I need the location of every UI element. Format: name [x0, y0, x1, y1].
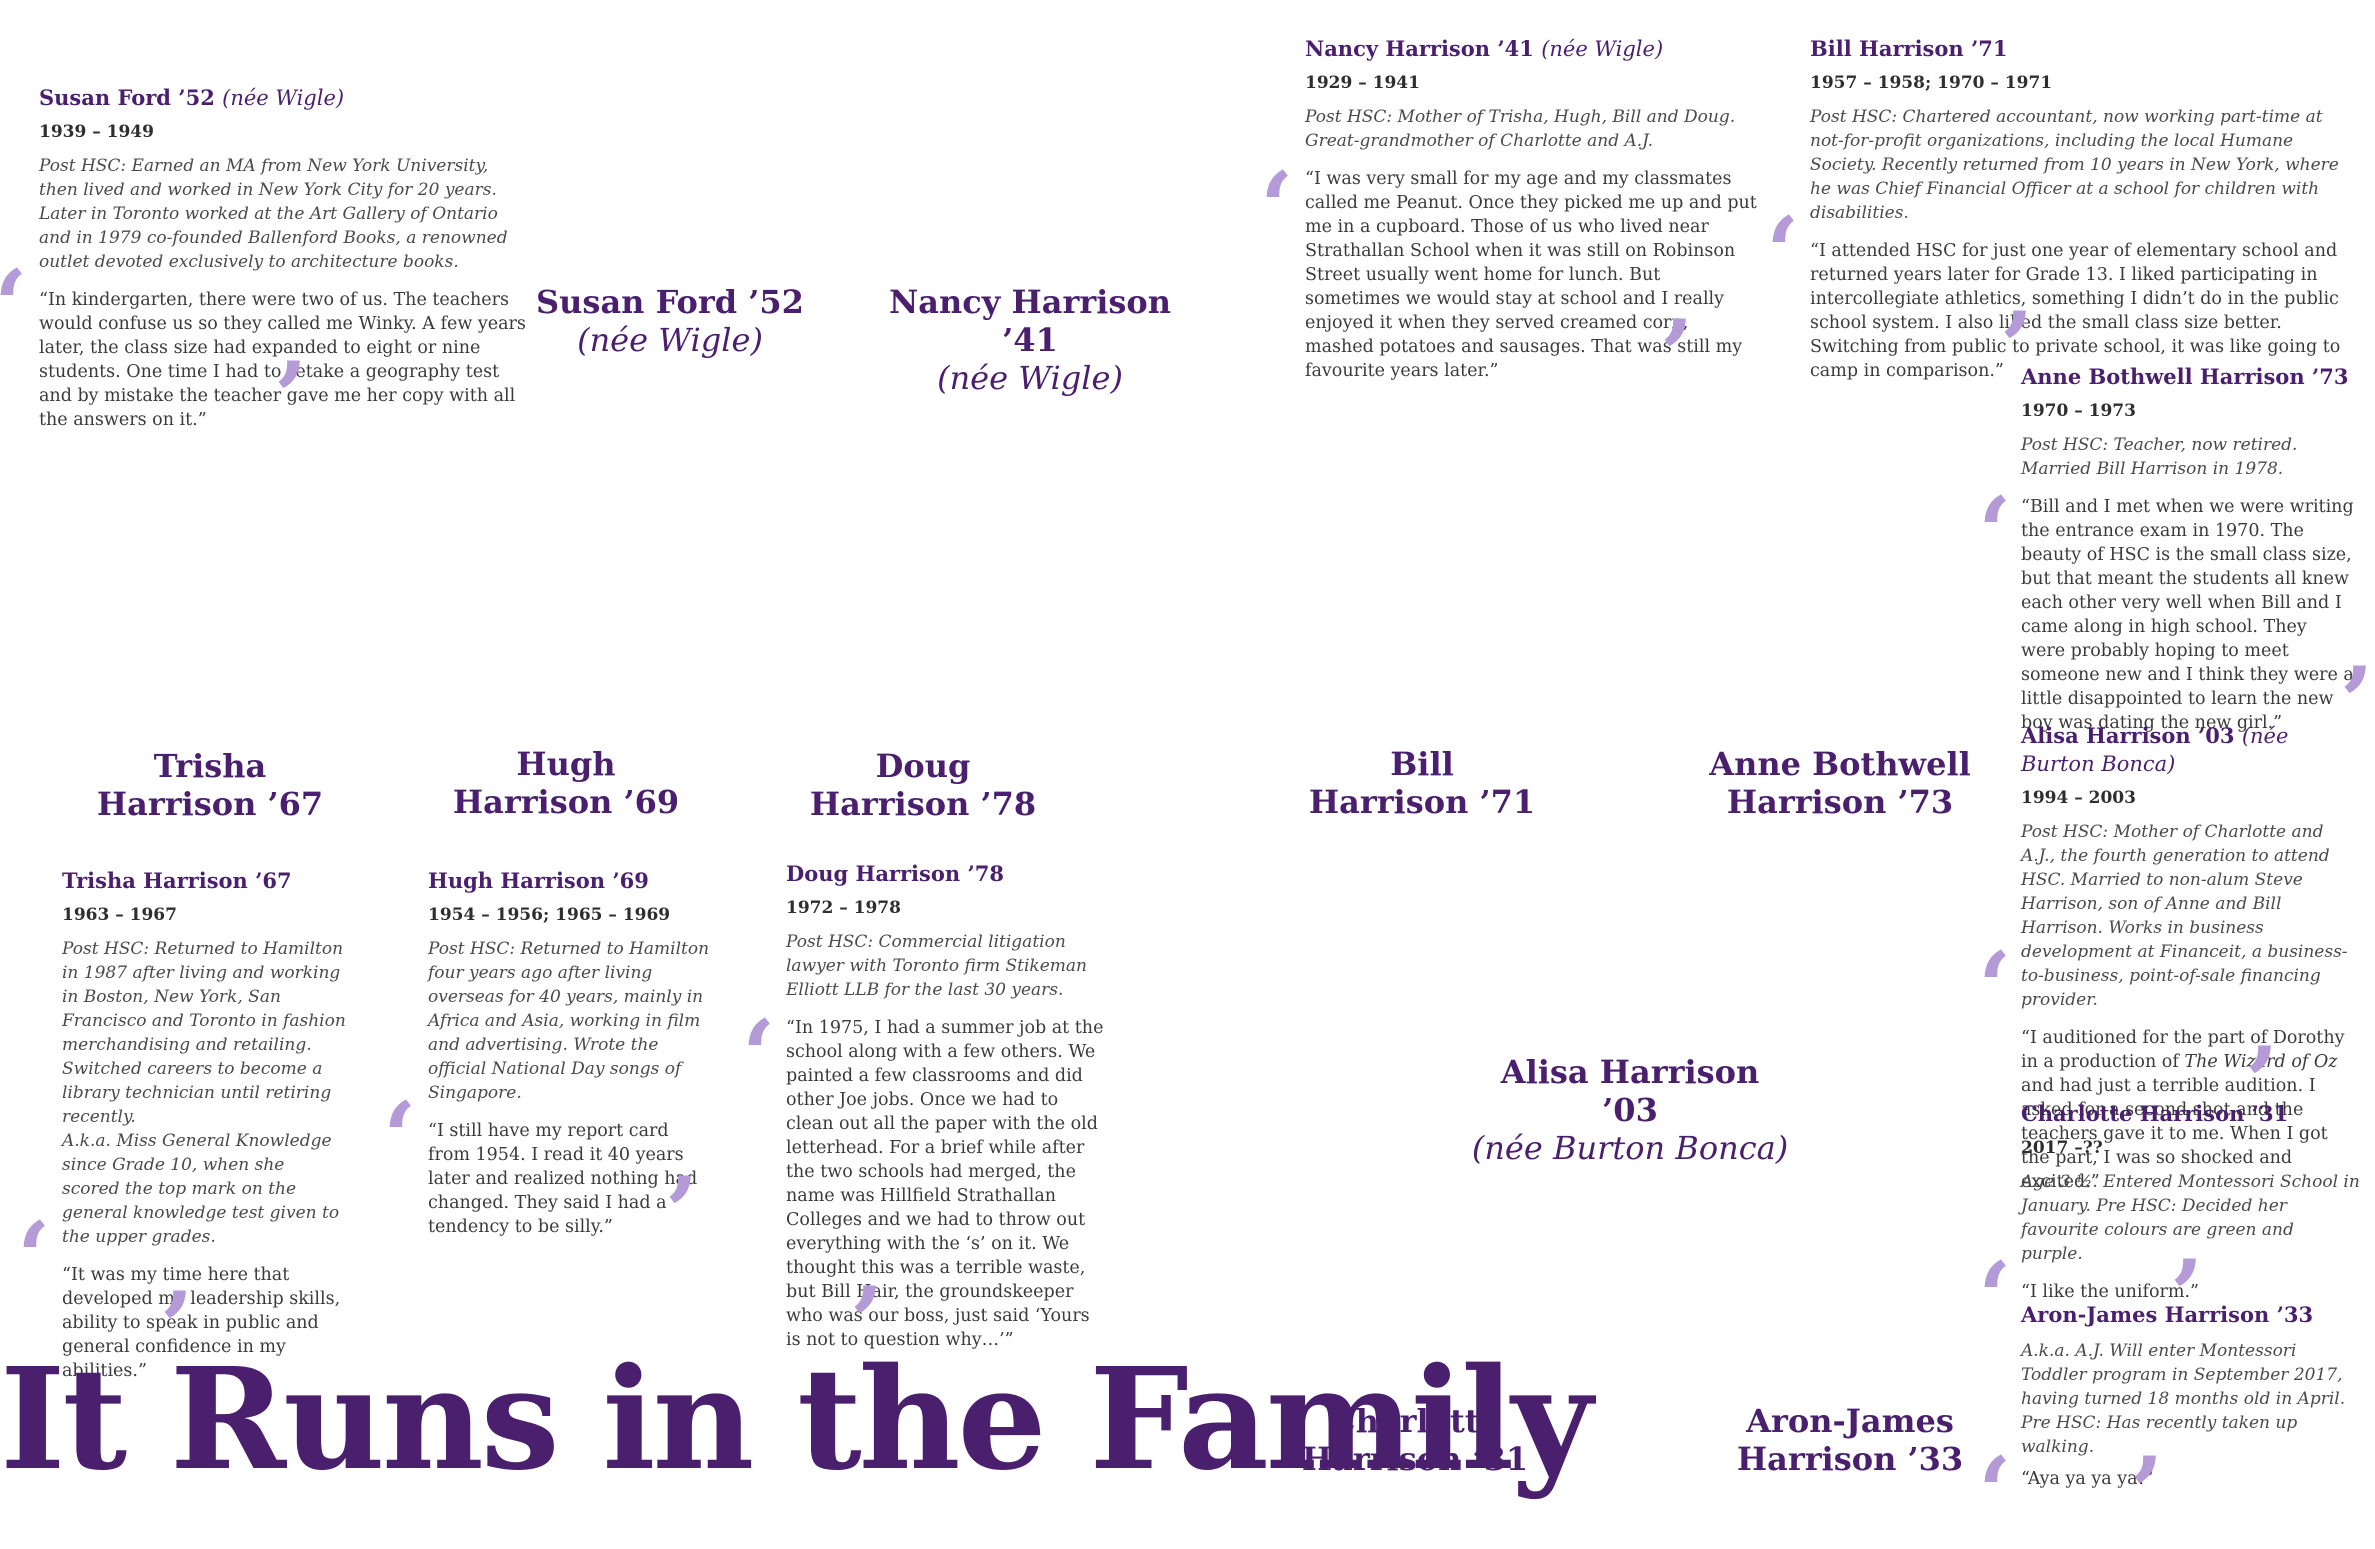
profile-name: Charlotte Harrison ’31	[2021, 1101, 2289, 1126]
profile-name: Doug Harrison ’78	[786, 861, 1004, 886]
profile-quote: “I still have my report card from 1954. …	[428, 1121, 698, 1237]
open-quote-mark-icon: ‘	[1978, 931, 2012, 1044]
open-quote-mark-icon: ‘	[0, 258, 27, 354]
profile-quote: “It was my time here that developed my l…	[62, 1265, 341, 1381]
profile-hugh-harrison: Hugh Harrison ’69 1954 – 1956; 1965 – 19…	[428, 867, 713, 1239]
close-quote-mark-icon: ’	[2170, 1239, 2204, 1352]
profile-doug-harrison: Doug Harrison ’78 1972 – 1978 Post HSC: …	[786, 860, 1106, 1352]
profile-post-hsc: Post HSC: Earned an MA from New York Uni…	[39, 156, 508, 272]
profile-years: 1963 – 1967	[62, 905, 177, 925]
open-quote-mark-icon: ‘	[1978, 476, 2012, 589]
close-quote-mark-icon: ’	[2000, 291, 2034, 404]
open-quote-mark-icon: ‘	[17, 1201, 51, 1314]
open-quote-mark-icon: ‘	[742, 999, 776, 1112]
profile-charlotte-harrison: Charlotte Harrison ’31 2017 –?? Age 3 ½.…	[2021, 1100, 2361, 1304]
profile-bill-harrison: Bill Harrison ’71 1957 – 1958; 1970 – 19…	[1810, 35, 2350, 383]
profile-post-hsc: Post HSC: Returned to Hamilton four year…	[428, 939, 710, 1103]
profile-pre-hsc: Pre HSC: Has recently taken up walking.	[2021, 1413, 2298, 1457]
photo-label-alisa-harrison: Alisa Harrison ’03(née Burton Bonca)	[1471, 1053, 1789, 1167]
profile-nancy-harrison: Nancy Harrison ’41 (née Wigle) 1929 – 19…	[1305, 35, 1760, 383]
profile-quote: “In 1975, I had a summer job at the scho…	[786, 1018, 1104, 1350]
profile-name: Alisa Harrison ’03 (née Burton Bonca)	[2021, 723, 2289, 776]
photo-label-susan-ford: Susan Ford ’52(née Wigle)	[536, 283, 804, 359]
profile-name: Susan Ford ’52 (née Wigle)	[39, 85, 345, 110]
profile-post-hsc: Post HSC: Returned to Hamilton in 1987 a…	[62, 939, 346, 1127]
close-quote-mark-icon: ’	[160, 1271, 194, 1384]
profile-post-hsc: A.k.a. A.J. Will enter Montessori Toddle…	[2021, 1341, 2346, 1409]
profile-post-hsc: Age 3 ½. Entered Montessori School in Ja…	[2021, 1172, 2360, 1264]
profile-years: 1972 – 1978	[786, 898, 901, 918]
open-quote-mark-icon: ‘	[1260, 151, 1294, 264]
close-quote-mark-icon: ’	[2245, 1026, 2279, 1139]
close-quote-mark-icon: ’	[2340, 646, 2374, 759]
profile-aron-james-harrison: Aron-James Harrison ’33 A.k.a. A.J. Will…	[2021, 1301, 2366, 1491]
profile-anne-bothwell-harrison: Anne Bothwell Harrison ’73 1970 – 1973 P…	[2021, 363, 2356, 735]
profile-quote: “In kindergarten, there were two of us. …	[39, 290, 526, 430]
open-quote-mark-icon: ‘	[383, 1081, 417, 1194]
page-title: It Runs in the Family	[0, 1338, 1593, 1502]
profile-name: Aron-James Harrison ’33	[2021, 1302, 2314, 1327]
profile-quote: “I like the uniform.”	[2021, 1282, 2199, 1302]
profile-name: Nancy Harrison ’41 (née Wigle)	[1305, 36, 1664, 61]
profile-quote: “I attended HSC for just one year of ele…	[1810, 241, 2341, 381]
profile-name: Hugh Harrison ’69	[428, 868, 649, 893]
profile-years: 1970 – 1973	[2021, 401, 2136, 421]
profile-name: Bill Harrison ’71	[1810, 36, 2008, 61]
open-quote-mark-icon: ‘	[1978, 1436, 2012, 1549]
close-quote-mark-icon: ’	[274, 341, 308, 454]
profile-aka: A.k.a. Miss General Knowledge since Grad…	[62, 1131, 340, 1247]
profile-susan-ford: Susan Ford ’52 (née Wigle) 1939 – 1949 P…	[39, 84, 529, 432]
profile-trisha-harrison: Trisha Harrison ’67 1963 – 1967 Post HSC…	[62, 867, 347, 1383]
profile-quote: “I auditioned for the part of Dorothy in…	[2021, 1028, 2345, 1192]
profile-years: 1954 – 1956; 1965 – 1969	[428, 905, 671, 925]
profile-years: 1957 – 1958; 1970 – 1971	[1810, 73, 2053, 93]
profile-post-hsc: Post HSC: Mother of Trisha, Hugh, Bill a…	[1305, 107, 1736, 151]
profile-quote: “Bill and I met when we were writing the…	[2021, 497, 2354, 733]
close-quote-mark-icon: ’	[665, 1156, 699, 1269]
open-quote-mark-icon: ‘	[1978, 1241, 2012, 1354]
profile-quote: “I was very small for my age and my clas…	[1305, 169, 1757, 381]
profile-years: 1929 – 1941	[1305, 73, 1420, 93]
profile-quote: “Aya ya ya ya!”	[2021, 1469, 2154, 1489]
close-quote-mark-icon: ’	[1660, 299, 1694, 412]
profile-post-hsc: Post HSC: Mother of Charlotte and A.J., …	[2021, 822, 2348, 1010]
open-quote-mark-icon: ‘	[1766, 196, 1800, 309]
photo-label-nancy-harrison: Nancy Harrison ’41(née Wigle)	[889, 283, 1171, 397]
profile-post-hsc: Post HSC: Commercial litigation lawyer w…	[786, 932, 1087, 1000]
profile-years: 2017 –??	[2021, 1138, 2103, 1158]
close-quote-mark-icon: ’	[2130, 1436, 2164, 1549]
profile-years: 1994 – 2003	[2021, 788, 2136, 808]
profile-alisa-harrison: Alisa Harrison ’03 (née Burton Bonca) 19…	[2021, 722, 2361, 1194]
close-quote-mark-icon: ’	[850, 1266, 884, 1379]
profile-name: Anne Bothwell Harrison ’73	[2021, 364, 2349, 389]
profile-post-hsc: Post HSC: Teacher, now retired. Married …	[2021, 435, 2298, 479]
profile-name: Trisha Harrison ’67	[62, 868, 292, 893]
profile-years: 1939 – 1949	[39, 122, 154, 142]
profile-post-hsc: Post HSC: Chartered accountant, now work…	[1810, 107, 2339, 223]
